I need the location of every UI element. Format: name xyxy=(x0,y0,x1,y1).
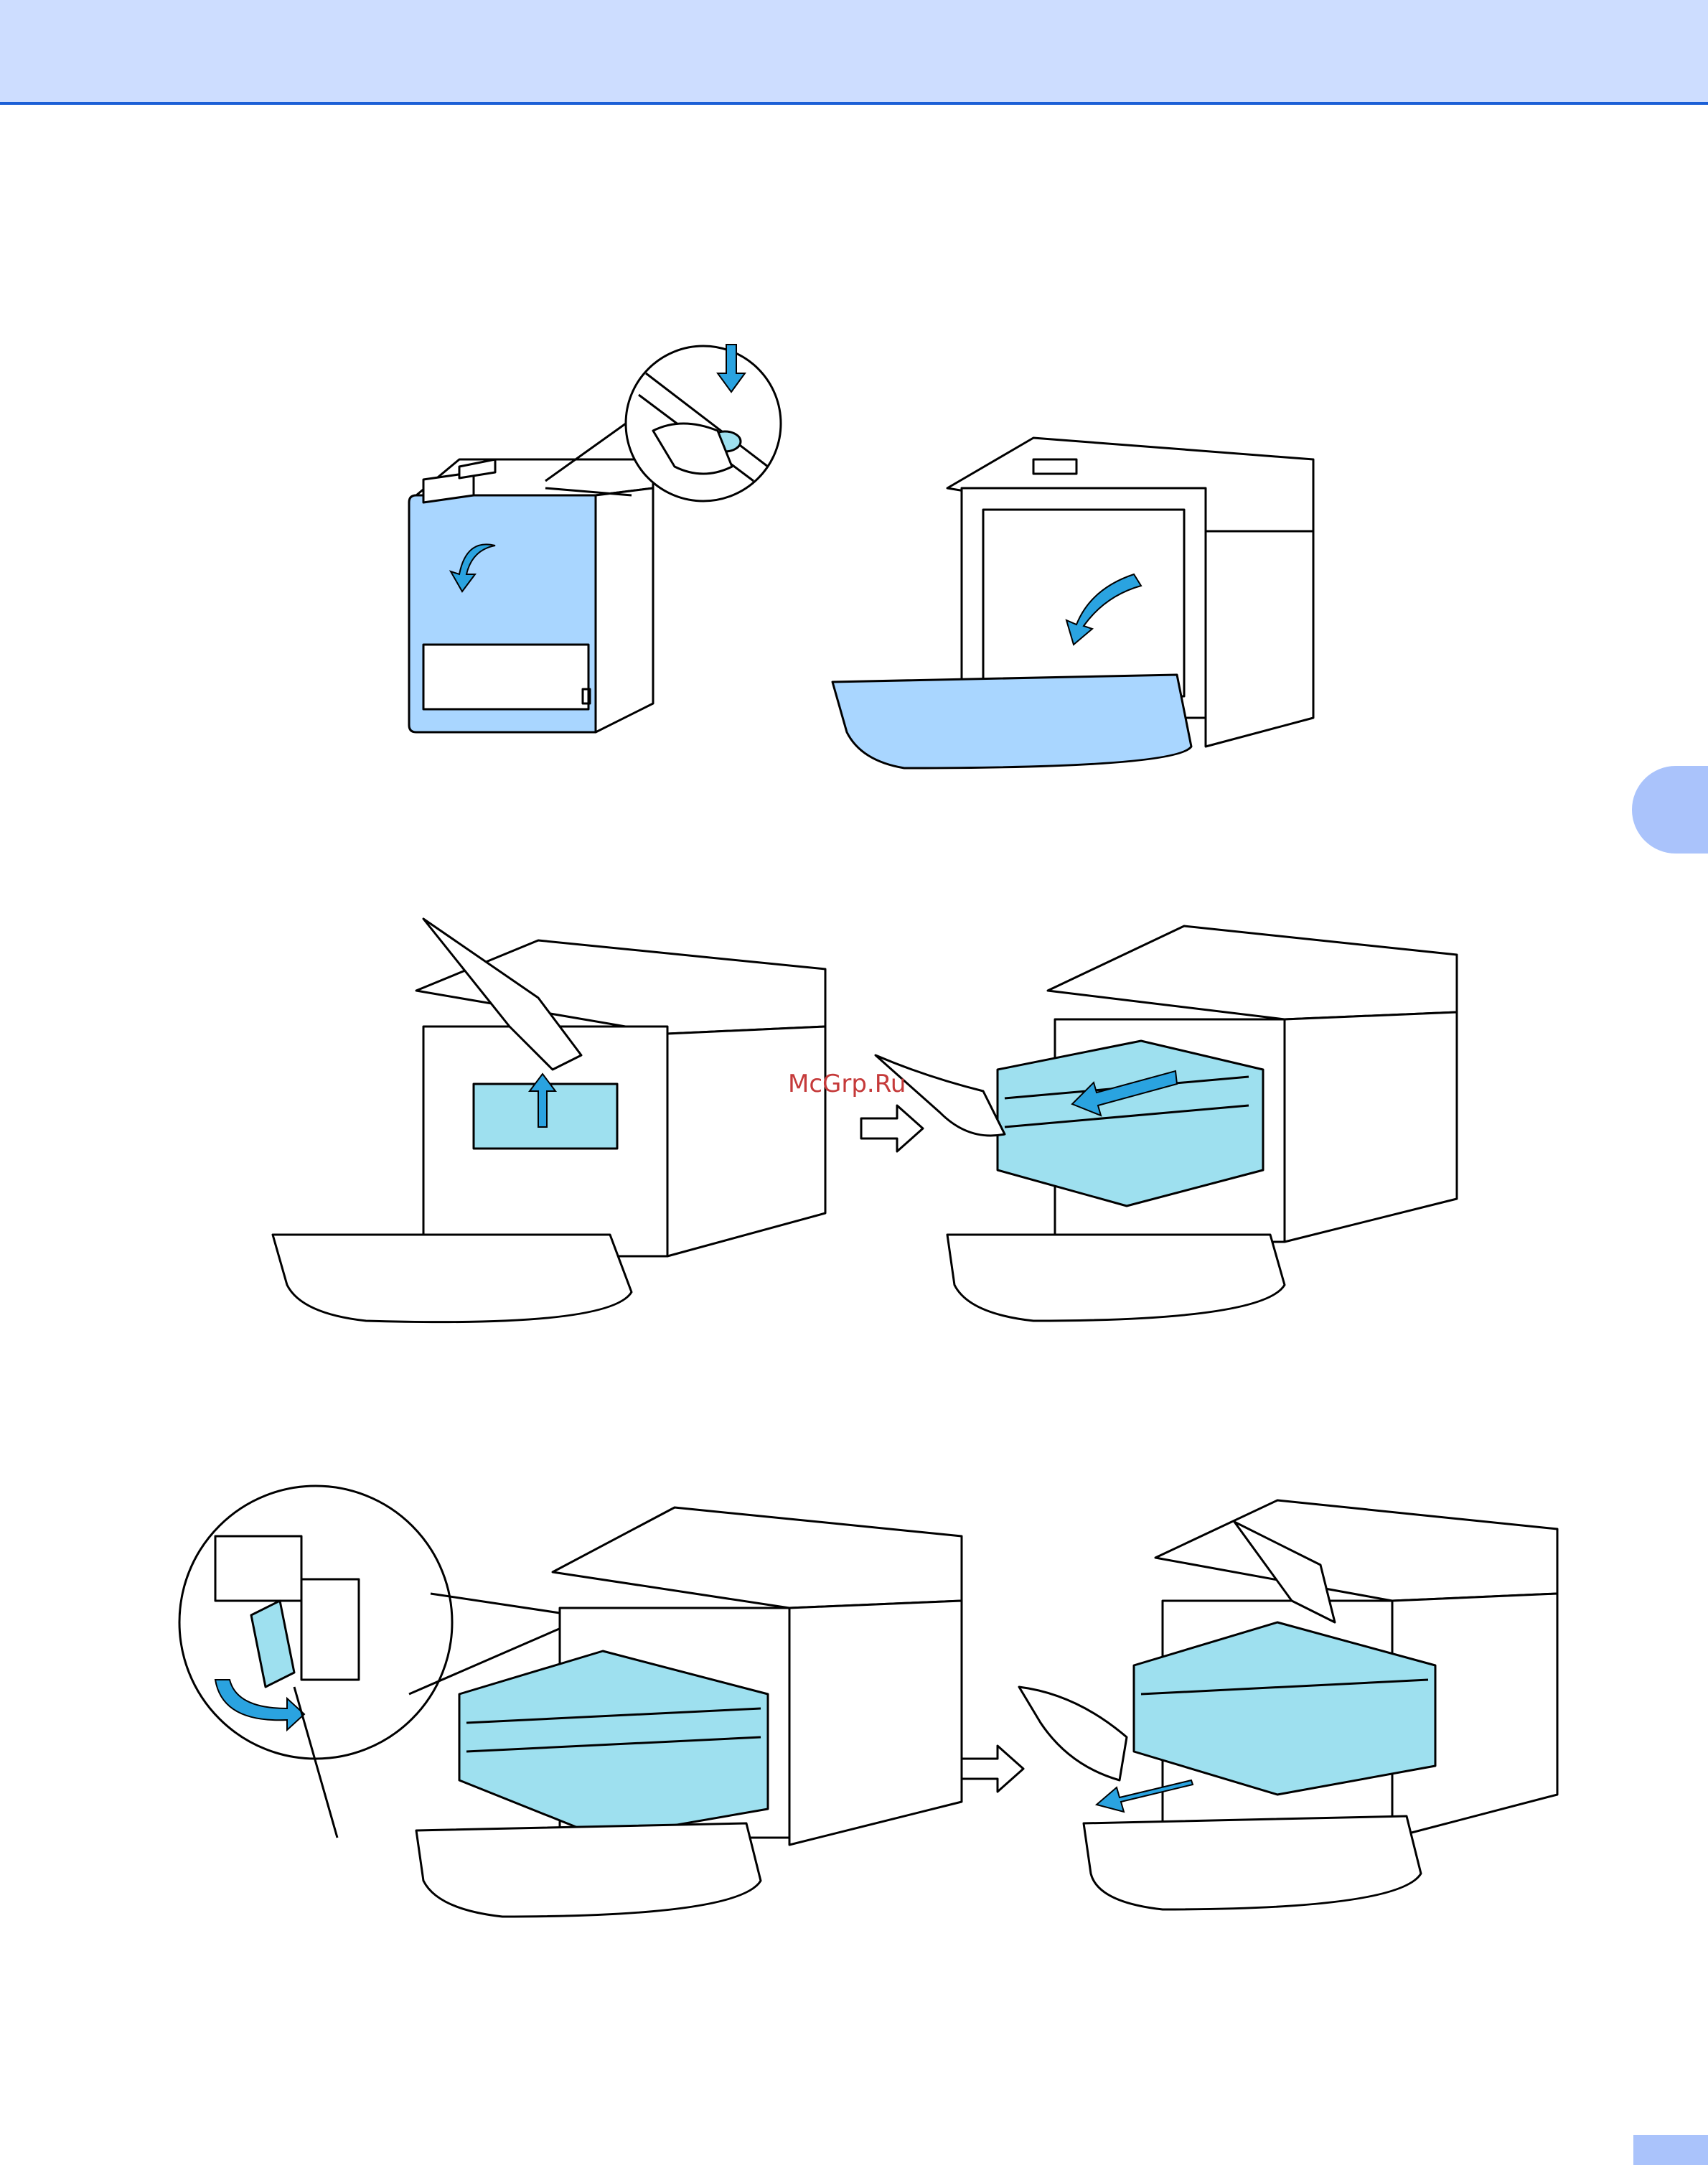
figure-pull-out-drum-unit xyxy=(280,897,1471,1342)
watermark-text: McGrp.Ru xyxy=(788,1070,906,1098)
lift-drum-hands-icon xyxy=(1019,1687,1127,1780)
page-number-tab xyxy=(1633,2135,1708,2165)
figure-open-front-cover xyxy=(416,301,1335,804)
step-arrow-icon xyxy=(861,1105,923,1151)
page-header-band xyxy=(0,0,1708,105)
figure-release-lever-remove-drum xyxy=(172,1479,1608,1938)
step-arrow-icon-2 xyxy=(962,1746,1023,1792)
printer-drum-installed-illustration xyxy=(416,1507,962,1917)
chapter-tab xyxy=(1632,766,1708,854)
printer-lifting-drum-illustration xyxy=(1019,1500,1557,1909)
printer-closed-illustration xyxy=(409,459,653,732)
printer-open-illustration xyxy=(832,438,1313,768)
printer-drum-pulled-illustration xyxy=(876,926,1457,1321)
printer-hand-on-drum-illustration xyxy=(273,919,825,1322)
